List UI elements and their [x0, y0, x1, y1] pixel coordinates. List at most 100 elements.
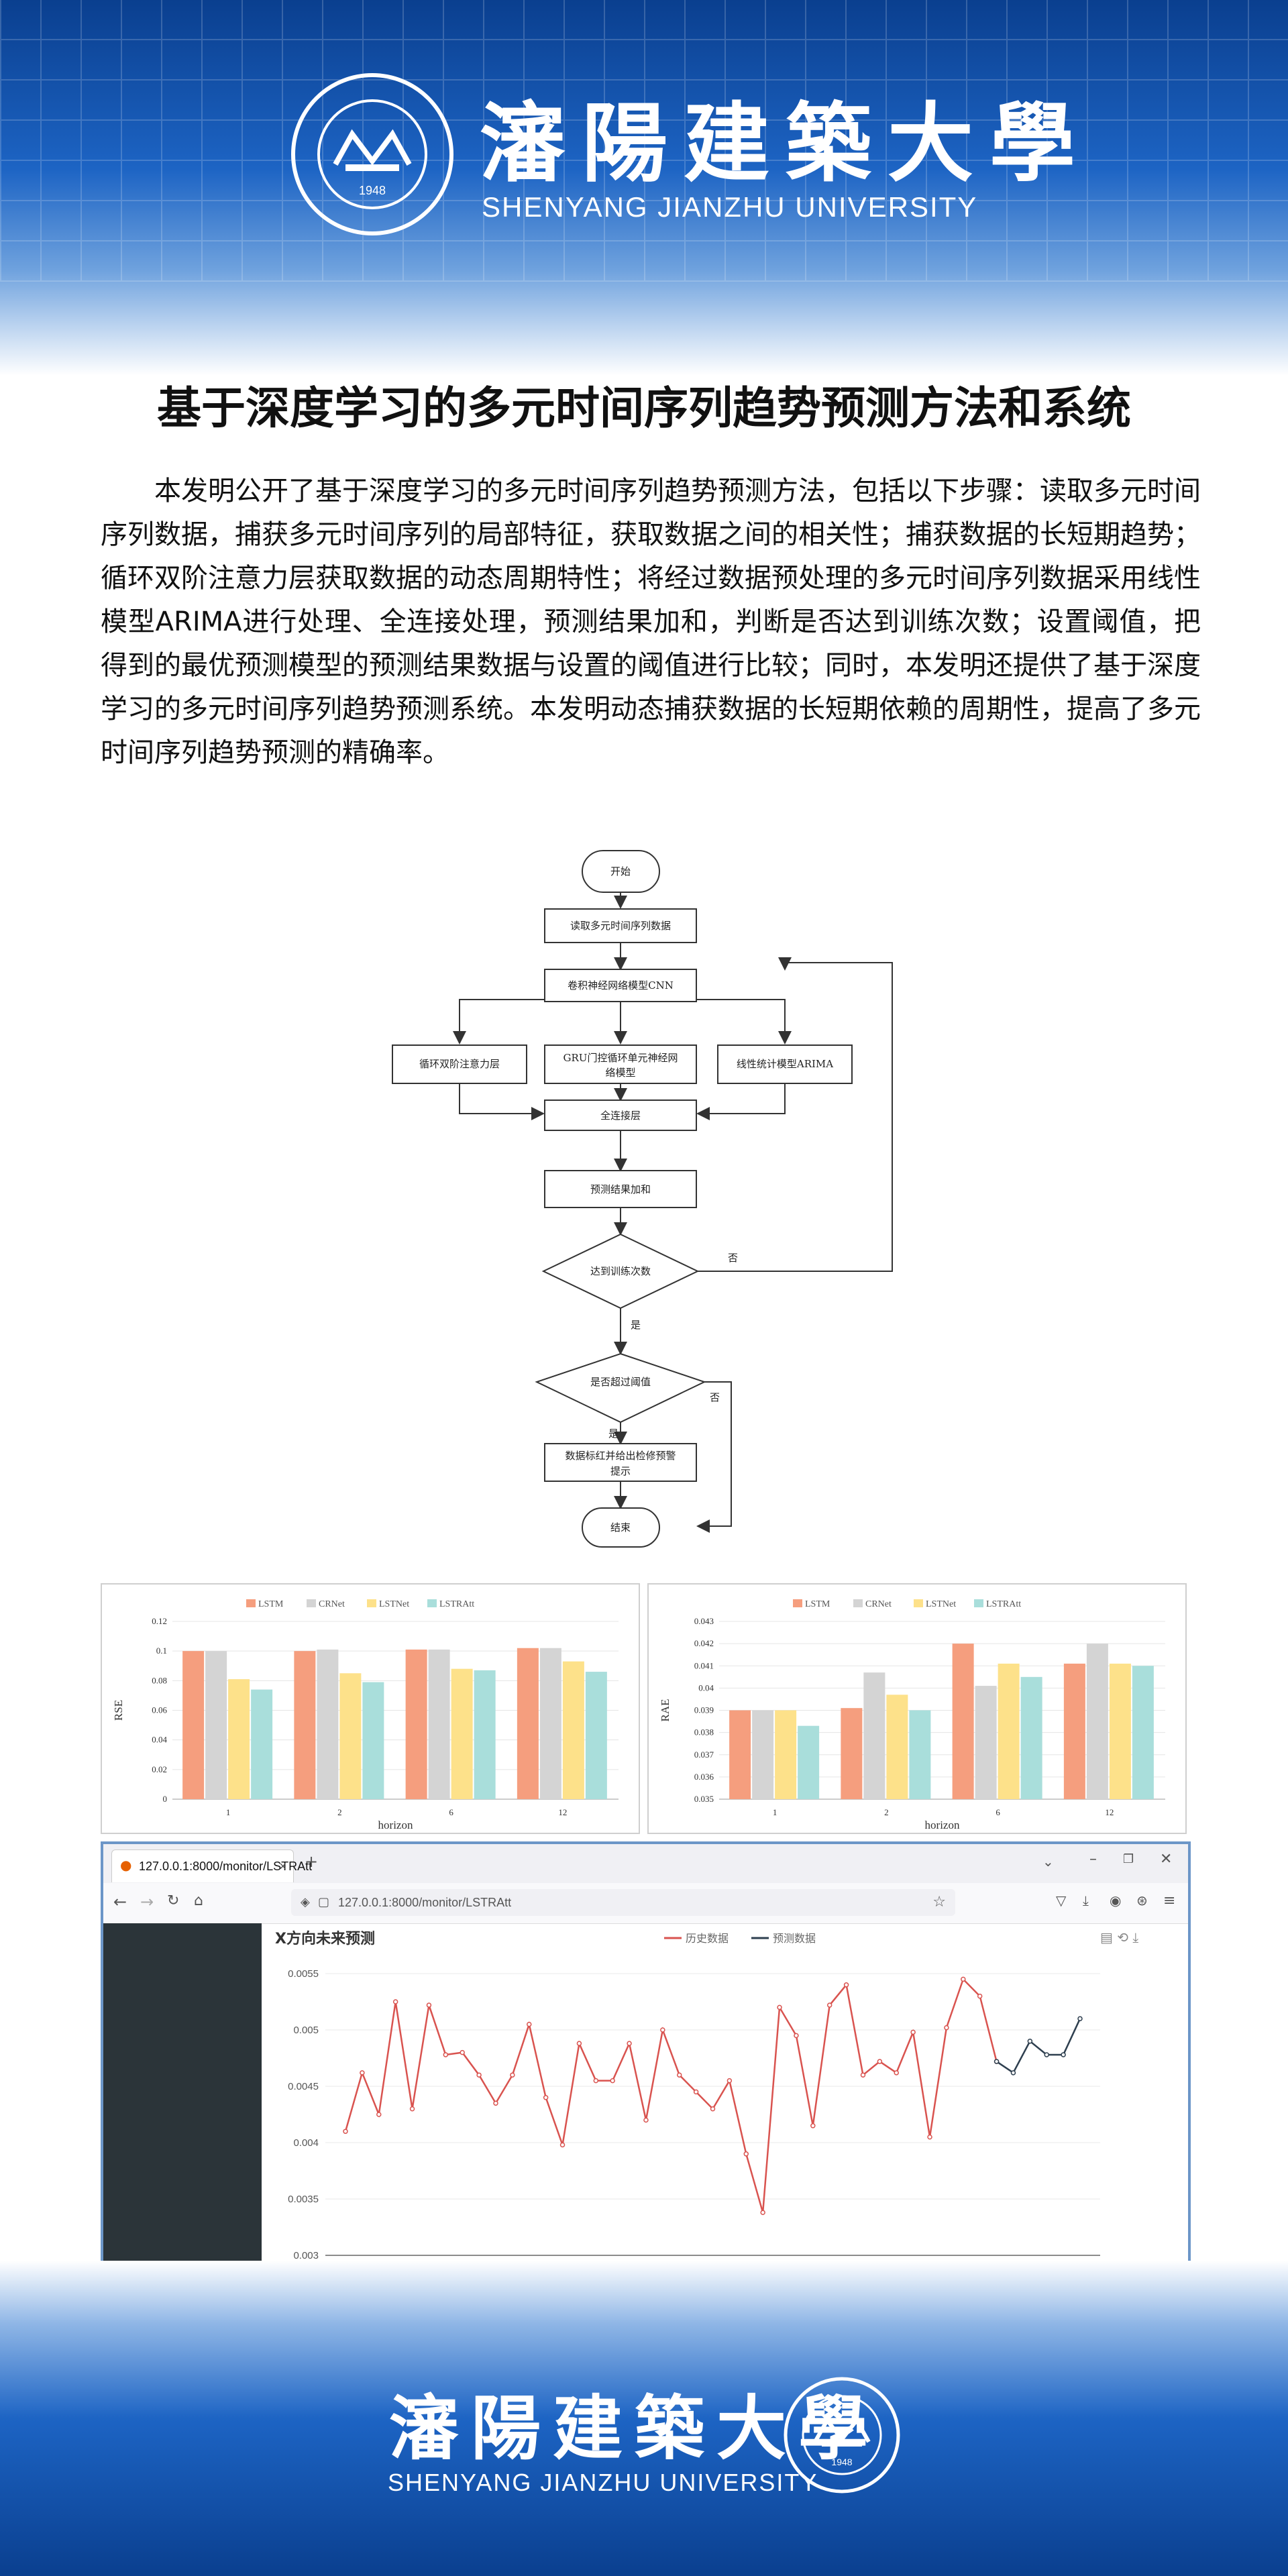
account-icon[interactable]: ◉ [1110, 1892, 1122, 1909]
bar-lstnet-12 [1109, 1663, 1131, 1799]
bar-crnet-1 [205, 1651, 227, 1799]
new-tab-icon[interactable]: + [305, 1852, 319, 1871]
window-close-icon[interactable]: ✕ [1160, 1851, 1173, 1868]
legend-label-lstnet: LSTNet [926, 1599, 956, 1609]
flow-arima [717, 1044, 853, 1084]
forward-icon[interactable]: → [140, 1892, 154, 1911]
page-title: 基于深度学习的多元时间序列趋势预测方法和系统 [157, 382, 1131, 434]
app-sidebar [103, 1923, 262, 2326]
firefox-icon: ● [120, 1857, 132, 1873]
history-point [510, 2072, 515, 2078]
bar-lstratt-12 [1132, 1666, 1154, 1799]
browser-window: ● 127.0.0.1:8000/monitor/LSTRAtt × + ⌄ –… [101, 1841, 1191, 2328]
bar-lstm-2 [841, 1708, 863, 1799]
bar-crnet-2 [317, 1649, 339, 1799]
x-tick-label: 6 [449, 1807, 453, 1817]
flow-alarm [544, 1443, 697, 1482]
history-point [360, 2070, 365, 2076]
y-tick-label: 0.04 [152, 1735, 167, 1745]
bar-lstm-12 [517, 1648, 539, 1799]
flow-train-decision-label: 达到训练次数 [590, 1265, 651, 1277]
flow-no-1: 否 [728, 1252, 738, 1264]
minimize-icon[interactable]: – [1089, 1851, 1097, 1868]
footer-banner: 瀋陽建築大學 SHENYANG JIANZHU UNIVERSITY 1948 [0, 2261, 1288, 2576]
tab-close-icon[interactable]: × [279, 1860, 286, 1873]
menu-icon[interactable]: ≡ [1163, 1892, 1176, 1909]
flow-sum-label: 预测结果加和 [590, 1183, 651, 1195]
page-icon: ▢ [318, 1895, 330, 1909]
bar-lstratt-6 [1020, 1676, 1042, 1799]
bar-lstratt-12 [585, 1672, 607, 1799]
browser-tab[interactable]: ● 127.0.0.1:8000/monitor/LSTRAtt × [111, 1849, 312, 1882]
bar-crnet-2 [863, 1672, 885, 1799]
history-series-line [344, 1978, 998, 2213]
legend-swatch-lstratt [427, 1599, 437, 1607]
footer-university-name-en: SHENYANG JIANZHU UNIVERSITY [388, 2469, 818, 2496]
download-icon[interactable]: ⤓ [1083, 1892, 1089, 1909]
flow-threshold-decision [535, 1352, 706, 1424]
legend-label-lstm: LSTM [805, 1599, 830, 1609]
extensions-icon[interactable]: ⊛ [1136, 1892, 1148, 1909]
history-point [676, 2072, 682, 2078]
forecast-point [1044, 2052, 1049, 2057]
bar-lstm-6 [952, 1644, 974, 1799]
y-tick-label: 0.0055 [288, 1968, 319, 1980]
legend-swatch-crnet [307, 1599, 316, 1607]
y-axis-label: RAE [659, 1699, 672, 1722]
seal-year: 1948 [359, 184, 386, 197]
history-point [944, 2025, 949, 2031]
bookmark-star-icon[interactable]: ☆ [932, 1894, 946, 1911]
x-tick-label: 1 [773, 1807, 777, 1817]
bar-crnet-12 [539, 1648, 561, 1799]
y-tick-label: 0.003 [293, 2250, 319, 2261]
address-bar[interactable]: ◈ ▢ 127.0.0.1:8000/monitor/LSTRAtt ☆ [291, 1889, 955, 1916]
x-axis-label: horizon [378, 1819, 413, 1831]
flow-read-data-label: 读取多元时间序列数据 [570, 920, 671, 932]
legend-swatch-crnet [853, 1599, 863, 1607]
history-point [760, 2210, 765, 2215]
legend-swatch-lstm [246, 1599, 256, 1607]
legend-swatch-lstnet [914, 1599, 923, 1607]
history-point [343, 2129, 348, 2134]
bar-crnet-12 [1086, 1644, 1108, 1799]
legend-label-lstratt: LSTRAtt [439, 1599, 474, 1609]
flow-yes-1: 是 [631, 1319, 641, 1331]
history-point [559, 2142, 566, 2148]
y-tick-label: 0.038 [694, 1727, 714, 1737]
back-icon[interactable]: ← [113, 1892, 127, 1911]
y-axis-label: RSE [112, 1700, 125, 1721]
reload-icon[interactable]: ↻ [167, 1892, 180, 1909]
flow-sum [544, 1170, 697, 1208]
history-point [426, 2002, 432, 2008]
history-point [376, 2112, 382, 2117]
restore-icon[interactable]: ❐ [1123, 1852, 1134, 1866]
x-tick-label: 1 [226, 1807, 231, 1817]
home-icon[interactable]: ⌂ [194, 1892, 203, 1909]
forecast-point [1061, 2052, 1066, 2057]
university-name-en: SHENYANG JIANZHU UNIVERSITY [482, 191, 978, 223]
pocket-icon[interactable]: ▽ [1056, 1892, 1067, 1909]
y-tick-label: 0.036 [694, 1772, 714, 1782]
legend-label-1: 预测数据 [773, 1932, 816, 1945]
x-tick-label: 12 [1105, 1807, 1114, 1817]
toolbox-icons: ▤ ⟲ ⤓ [1100, 1929, 1138, 1945]
browser-toolbar: ← → ↻ ⌂ ◈ ▢ 127.0.0.1:8000/monitor/LSTRA… [103, 1883, 1188, 1924]
x-tick-label: 6 [996, 1807, 1000, 1817]
bar-lstnet-1 [228, 1679, 250, 1799]
history-point [527, 2021, 532, 2027]
history-point [493, 2100, 498, 2106]
history-point [610, 2078, 615, 2084]
legend-label-crnet: CRNet [865, 1599, 892, 1609]
history-point [593, 2078, 599, 2084]
bar-lstnet-6 [998, 1663, 1020, 1799]
history-point [409, 2106, 415, 2112]
history-point [826, 2002, 833, 2008]
history-point [794, 2033, 799, 2039]
x-tick-label: 2 [884, 1807, 889, 1817]
y-tick-label: 0.0045 [288, 2081, 319, 2092]
history-point [727, 2078, 733, 2084]
tab-list-chevron-icon[interactable]: ⌄ [1042, 1854, 1054, 1870]
history-point [576, 2041, 582, 2046]
browser-tabbar: ● 127.0.0.1:8000/monitor/LSTRAtt × + ⌄ –… [103, 1844, 1188, 1883]
